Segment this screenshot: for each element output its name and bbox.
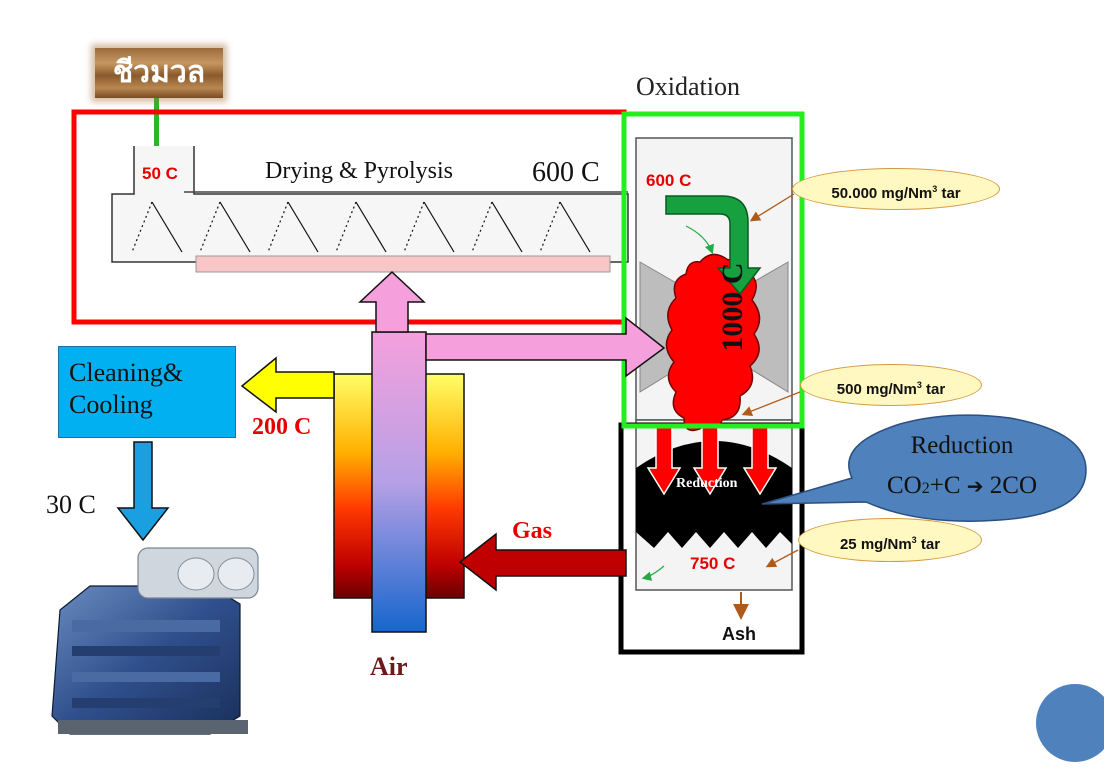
- tar-bubble-top: 50.000 mg/Nm3 tar: [792, 168, 1000, 210]
- engine-generator-image: [51, 547, 259, 735]
- oxidation-zone-box: [621, 111, 805, 429]
- tar-bubble-low: 25 mg/Nm3 tar: [798, 518, 982, 562]
- reduction-callout-title: Reduction: [910, 432, 1014, 459]
- air-to-oxidation-arrow: [425, 316, 666, 378]
- gas-exit-arrow: [240, 356, 335, 414]
- recirculation-pipe: [665, 195, 762, 296]
- gas-return-arrow: [458, 532, 627, 592]
- inlet-temp-label: 50 C: [142, 164, 178, 183]
- slide-corner-circle: [1036, 684, 1104, 762]
- reduction-temp-label: 750 C: [690, 554, 736, 573]
- engine-temp-label: 30 C: [46, 490, 96, 519]
- to-engine-arrow: [116, 441, 170, 542]
- screw-conveyor: [111, 146, 629, 273]
- reduction-equation: CO2+C ➔ 2CO: [886, 472, 1037, 499]
- tar-bubble-mid: 500 mg/Nm3 tar: [800, 364, 982, 406]
- flame-temp-label: 1000 C: [716, 262, 749, 352]
- drying-pyrolysis-label: Drying & Pyrolysis: [265, 158, 454, 184]
- reduction-callout-text: Reduction CO2+C ➔ 2CO: [858, 426, 1066, 509]
- gas-label: Gas: [512, 518, 553, 544]
- oxidation-top-temp-label: 600 C: [646, 171, 692, 190]
- downflow-arrows: [646, 425, 778, 496]
- drying-temp-label: 600 C: [532, 157, 600, 188]
- exit-temp-label: 200 C: [252, 414, 312, 440]
- reduction-callout: [761, 414, 1087, 522]
- reduction-inner-label: Reduction: [676, 476, 738, 491]
- oxidation-label: Oxidation: [636, 72, 740, 101]
- biomass-label: ชีวมวล: [95, 48, 223, 98]
- air-up-arrow: [358, 270, 426, 333]
- cleaning-cooling-box: Cleaning& Cooling: [58, 346, 236, 438]
- ash-label: Ash: [722, 624, 757, 644]
- air-column: [371, 331, 427, 633]
- air-label: Air: [370, 652, 408, 681]
